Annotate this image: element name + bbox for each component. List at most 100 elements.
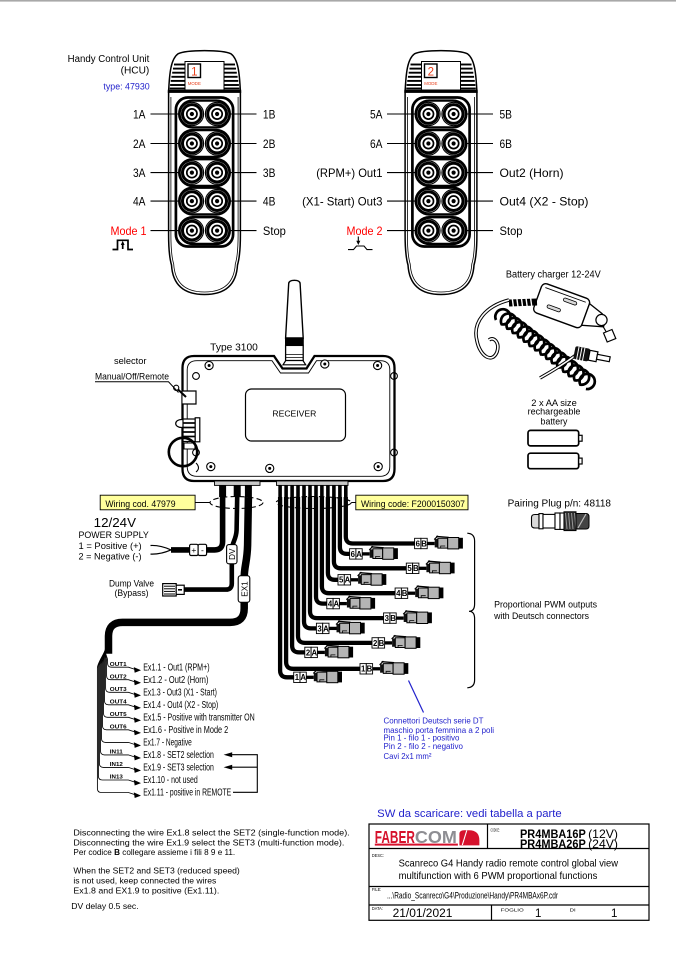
svg-text:(RPM+) Out1: (RPM+) Out1 xyxy=(316,166,383,180)
svg-text:B: B xyxy=(379,639,385,648)
svg-text:Ex1.3 - Out3 (X1 - Start): Ex1.3 - Out3 (X1 - Start) xyxy=(143,687,217,698)
svg-text:MODE: MODE xyxy=(424,81,437,86)
svg-text:4: 4 xyxy=(328,600,333,609)
svg-text:2 x AA size: 2 x AA size xyxy=(531,398,577,409)
svg-text:...\Radio_Scanreco\G4\Produzio: ...\Radio_Scanreco\G4\Produzione\Handy\P… xyxy=(387,891,558,901)
svg-text:Stop: Stop xyxy=(500,224,523,238)
svg-text:3: 3 xyxy=(317,624,322,633)
svg-text:21/01/2021: 21/01/2021 xyxy=(393,908,453,920)
svg-text:Cavi 2x1 mm²: Cavi 2x1 mm² xyxy=(384,751,432,761)
svg-text:DATA:: DATA: xyxy=(372,906,383,912)
svg-text:Proportional PWM outputs: Proportional PWM outputs xyxy=(494,600,597,611)
svg-text:Ex1.8 - SET2 selection: Ex1.8 - SET2 selection xyxy=(143,750,214,761)
svg-text:IN13: IN13 xyxy=(110,775,123,781)
svg-text:Mode 1: Mode 1 xyxy=(111,224,147,238)
svg-text:DV delay 0.5 sec.: DV delay 0.5 sec. xyxy=(71,901,138,911)
svg-text:Stop: Stop xyxy=(263,224,286,238)
svg-text:4: 4 xyxy=(396,589,401,598)
svg-text:5B: 5B xyxy=(500,108,513,122)
svg-text:Wiring cod. 47979: Wiring cod. 47979 xyxy=(105,499,175,509)
svg-text:with Deutsch connectors: with Deutsch connectors xyxy=(493,611,589,622)
svg-text:A: A xyxy=(311,648,317,657)
svg-text:5: 5 xyxy=(339,576,344,585)
svg-text:B: B xyxy=(413,564,419,573)
svg-text:(24V): (24V) xyxy=(588,837,618,851)
svg-text:COM: COM xyxy=(415,827,457,847)
svg-text:1B: 1B xyxy=(263,108,276,122)
svg-text:RECEIVER: RECEIVER xyxy=(272,410,316,419)
svg-text:IN11: IN11 xyxy=(110,750,123,756)
svg-text:DESC:: DESC: xyxy=(372,853,384,859)
svg-text:(HCU): (HCU) xyxy=(121,66,150,77)
svg-text:is not used, keep connected th: is not used, keep connected the wires xyxy=(73,875,216,885)
svg-text:2A: 2A xyxy=(133,137,146,151)
svg-text:2: 2 xyxy=(373,639,378,648)
svg-text:3A: 3A xyxy=(133,166,146,180)
svg-text:Pin 2 - filo 2 - negativo: Pin 2 - filo 2 - negativo xyxy=(384,741,464,751)
svg-text:Handy Control Unit: Handy Control Unit xyxy=(68,54,150,65)
svg-text:DV: DV xyxy=(228,548,237,560)
svg-text:Ex1.11 - positive in REMOTE: Ex1.11 - positive in REMOTE xyxy=(143,788,231,799)
svg-text:(12V): (12V) xyxy=(588,827,618,841)
svg-text:PR4MBA16P: PR4MBA16P xyxy=(520,827,586,841)
svg-text:When the SET2 and SET3 (reduce: When the SET2 and SET3 (reduced speed) xyxy=(73,866,240,876)
svg-text:Ex1.5 - Positive with transmit: Ex1.5 - Positive with transmitter ON xyxy=(143,713,255,724)
svg-text:Type 3100: Type 3100 xyxy=(210,343,258,354)
svg-text:Pairing Plug p/n: 48118: Pairing Plug p/n: 48118 xyxy=(508,499,612,510)
svg-text:IN12: IN12 xyxy=(110,762,123,768)
svg-text:Ex1.1 - Out1 (RPM+): Ex1.1 - Out1 (RPM+) xyxy=(143,662,209,673)
svg-text:B: B xyxy=(390,614,396,623)
svg-text:POWER SUPPLY: POWER SUPPLY xyxy=(79,530,150,541)
svg-text:Mode 2: Mode 2 xyxy=(347,224,383,238)
svg-text:Ex1.2 - Out2 (Horn): Ex1.2 - Out2 (Horn) xyxy=(143,675,208,686)
svg-text:Ex1.8 and EX1.9 to positive (E: Ex1.8 and EX1.9 to positive (Ex1.11). xyxy=(73,885,219,895)
svg-text:A: A xyxy=(345,576,351,585)
svg-text:B: B xyxy=(367,665,373,674)
svg-text:selector: selector xyxy=(114,356,147,366)
svg-text:Disconnecting the wire Ex1.8 s: Disconnecting the wire Ex1.8 select the … xyxy=(73,827,349,837)
svg-text:Out2 (Horn): Out2 (Horn) xyxy=(500,166,564,180)
svg-text:SW da scaricare: vedi tabella: SW da scaricare: vedi tabella a parte xyxy=(377,808,562,820)
svg-text:A: A xyxy=(323,624,329,633)
svg-text:6B: 6B xyxy=(500,137,513,151)
svg-text:A: A xyxy=(300,673,306,682)
svg-text:FILE:: FILE: xyxy=(372,887,382,893)
svg-text:3: 3 xyxy=(385,614,390,623)
svg-text:Per codice B collegare assieme: Per codice B collegare assieme i fili 8 … xyxy=(73,847,235,857)
svg-text:CODICE:: CODICE: xyxy=(491,828,500,834)
svg-text:6: 6 xyxy=(416,539,421,548)
svg-text:DI: DI xyxy=(570,908,576,914)
svg-text:Ex1.7 - Negative: Ex1.7 - Negative xyxy=(143,738,192,749)
svg-text:4A: 4A xyxy=(133,195,146,209)
svg-text:OUT4: OUT4 xyxy=(110,699,127,705)
svg-text:5: 5 xyxy=(407,564,412,573)
svg-text:A: A xyxy=(333,600,339,609)
svg-text:+: + xyxy=(191,545,196,555)
svg-text:OUT6: OUT6 xyxy=(110,724,127,730)
svg-text:Connettori Deutsch serie DT: Connettori Deutsch serie DT xyxy=(384,715,485,725)
svg-text:B: B xyxy=(402,589,408,598)
svg-text:Out4 (X2 - Stop): Out4 (X2 - Stop) xyxy=(500,195,589,209)
svg-text:-: - xyxy=(201,545,204,555)
svg-text:MODE: MODE xyxy=(188,81,201,86)
svg-text:6: 6 xyxy=(351,550,356,559)
svg-text:OUT3: OUT3 xyxy=(110,687,127,693)
svg-text:3B: 3B xyxy=(263,166,276,180)
svg-text:Dump Valve: Dump Valve xyxy=(109,578,154,589)
svg-text:maschio porta femmina a 2 poli: maschio porta femmina a 2 poli xyxy=(384,725,495,735)
svg-text:OUT2: OUT2 xyxy=(110,674,127,680)
svg-text:A: A xyxy=(356,550,362,559)
svg-text:Battery charger 12-24V: Battery charger 12-24V xyxy=(506,270,601,281)
svg-text:1: 1 xyxy=(191,67,197,79)
svg-text:Scanreco G4 Handy radio remote: Scanreco G4 Handy radio remote control g… xyxy=(399,859,619,870)
svg-text:Ex1.9 - SET3 selection: Ex1.9 - SET3 selection xyxy=(143,763,214,774)
svg-text:rechargeable: rechargeable xyxy=(528,407,581,418)
svg-text:B: B xyxy=(421,539,427,548)
svg-text:1A: 1A xyxy=(133,108,146,122)
svg-text:1: 1 xyxy=(361,665,366,674)
svg-text:1: 1 xyxy=(611,908,617,920)
svg-text:Ex1.10 - not used: Ex1.10 - not used xyxy=(143,775,198,786)
svg-text:PR4MBA26P: PR4MBA26P xyxy=(520,837,586,851)
svg-text:battery: battery xyxy=(541,417,568,428)
svg-text:(Bypass): (Bypass) xyxy=(115,588,149,599)
